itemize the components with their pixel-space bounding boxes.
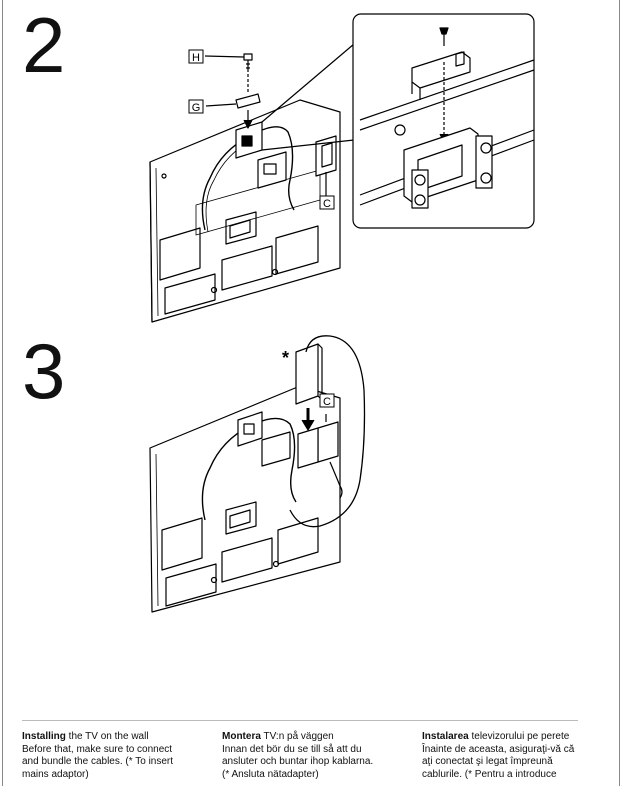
label-g: G bbox=[192, 102, 201, 114]
caption-title: Montera TV:n på väggen bbox=[222, 731, 392, 744]
caption-title-rest: TV:n på väggen bbox=[260, 731, 334, 742]
step-number-3: 3 bbox=[22, 327, 66, 415]
step-2-illustration: H G C bbox=[149, 13, 535, 323]
label-h: H bbox=[192, 52, 200, 64]
step-number-2: 2 bbox=[22, 1, 66, 89]
caption-line: Before that, make sure to connect bbox=[22, 743, 173, 755]
caption-bold: Montera bbox=[222, 731, 261, 742]
tv-back-panel bbox=[149, 385, 341, 613]
caption-divider bbox=[22, 720, 578, 721]
label-box-g bbox=[188, 99, 204, 114]
bracket-g bbox=[235, 93, 261, 109]
caption-line: aţi conectat şi legat împreună bbox=[422, 756, 553, 767]
caption-title: Installing the TV on the wall bbox=[22, 731, 192, 744]
caption-swedish: Montera TV:n på väggen Innan det bör du … bbox=[222, 731, 392, 781]
caption-line: cablurile. (* Pentru a introduce bbox=[422, 768, 557, 780]
cable-clip bbox=[315, 135, 337, 177]
caption-line: (* Ansluta nätadapter) bbox=[222, 768, 319, 780]
caption-line: and bundle the cables. (* To insert bbox=[22, 756, 174, 767]
mains-adaptor bbox=[295, 343, 319, 405]
page-border-left bbox=[2, 0, 3, 786]
label-box-c bbox=[319, 195, 335, 210]
label-c: C bbox=[323, 396, 331, 408]
caption-romanian: Instalarea televizorului pe perete Înain… bbox=[422, 731, 592, 781]
step-3-illustration: C * bbox=[149, 335, 366, 613]
cable-loop bbox=[201, 126, 295, 231]
caption-title: Instalarea televizorului pe perete bbox=[422, 731, 592, 744]
detail-inset bbox=[352, 13, 535, 229]
screw-h bbox=[243, 53, 253, 72]
page-border-right bbox=[619, 0, 620, 786]
power-cable bbox=[289, 335, 366, 528]
caption-title-rest: the TV on the wall bbox=[65, 731, 149, 742]
cable-clip bbox=[317, 421, 339, 463]
caption-line: ansluter och buntar ihop kablarna. bbox=[222, 756, 374, 767]
caption-english: Installing the TV on the wall Before tha… bbox=[22, 731, 192, 781]
label-asterisk: * bbox=[282, 348, 289, 368]
caption-line: Innan det bör du se till så att du bbox=[222, 743, 362, 755]
label-box-c bbox=[319, 393, 335, 408]
caption-line: mains adaptor) bbox=[22, 768, 89, 780]
caption-bold: Installing bbox=[22, 731, 66, 742]
label-c: C bbox=[323, 198, 331, 210]
caption-bold: Instalarea bbox=[422, 731, 469, 742]
caption-title-rest: televizorului pe perete bbox=[468, 731, 570, 742]
label-box-h bbox=[188, 49, 204, 64]
caption-line: Înainte de aceasta, asiguraţi-vă că bbox=[422, 743, 575, 755]
